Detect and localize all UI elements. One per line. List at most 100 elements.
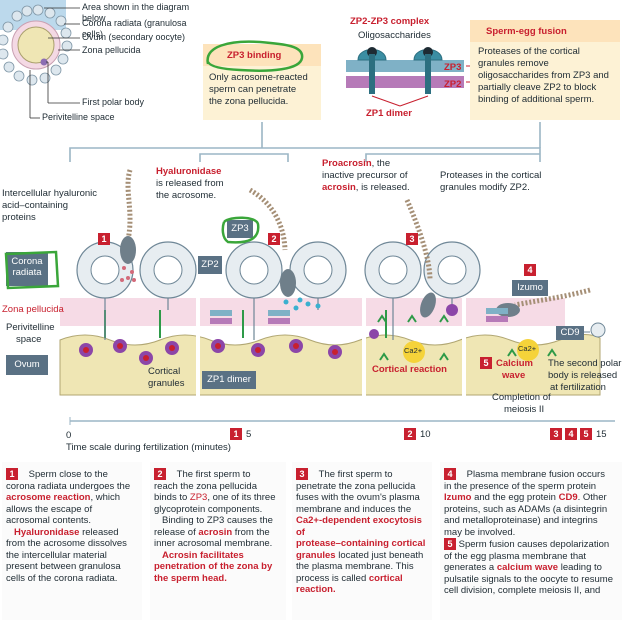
cd9-tag: CD9	[556, 326, 584, 340]
note3-l2: penetrate the zona pellucida	[296, 480, 416, 492]
ca-bubble-left	[403, 341, 425, 363]
note2-l3a: binds to	[154, 492, 190, 503]
perivitelline-label-2: space	[16, 334, 42, 345]
note4-l4: proteins, such as ADAMs (a disintegrin	[444, 503, 608, 515]
ca-label-right: Ca2+	[518, 344, 537, 353]
note1-l8: the intercellular material	[6, 549, 107, 561]
note3-badge: 3	[296, 468, 308, 480]
cortical-reaction-label: Cortical reaction	[372, 364, 447, 375]
note5-l4: pulsatile signals to the oocyte to resum…	[444, 573, 613, 585]
proteases-line2: granules modify ZP2.	[440, 182, 530, 193]
note2-l4: glycoprotein components.	[154, 503, 263, 515]
zp2-bar	[346, 76, 464, 88]
timeline-step-5: 5	[580, 428, 592, 440]
note5-badge: 5	[444, 538, 456, 550]
note2-l1: The first sperm to	[176, 469, 251, 480]
zp-complex-graphic	[346, 47, 472, 107]
proacrosin-line3: acrosin, is released.	[322, 182, 410, 194]
zp1-stem-left	[369, 54, 375, 94]
note1-text: 1 Sperm close to the corona radiata unde…	[6, 468, 140, 584]
timeline-step-3: 3	[550, 428, 562, 440]
second-polar-body	[590, 322, 606, 338]
note4-l2: in the presence of the sperm protein	[444, 480, 597, 492]
note2-l7: inner acrosomal membrane.	[154, 538, 273, 549]
zp2-complex-label: ZP2	[444, 79, 462, 90]
note3-l8: the plasma membrane. This	[296, 561, 414, 572]
diagram-step-1: 1	[98, 233, 110, 245]
note3-l4: membrane and induces the	[296, 503, 412, 515]
zp3-binding-line3: the zona pellucida.	[209, 96, 289, 107]
note4-l3c: CD9	[558, 492, 578, 503]
note5-l3b: calcium wave	[496, 562, 559, 573]
fusion-line2: granules remove	[478, 58, 549, 69]
note1-badge: 1	[6, 468, 18, 480]
note4-l6: may be involved.	[444, 526, 516, 538]
diagram-step-4: 4	[524, 264, 536, 276]
note-panel-4-5: 4 Plasma membrane fusion occurs in the p…	[440, 462, 622, 620]
zp1-dimer-complex-label: ZP1 dimer	[366, 108, 412, 119]
timeline-zero: 0	[66, 430, 72, 441]
zona-complexes	[210, 308, 508, 324]
zp2-tag: ZP2	[198, 256, 222, 274]
zp3-binding-title: ZP3 binding	[227, 50, 282, 61]
note4-l3b: and the egg protein	[471, 492, 559, 503]
proacrosin-rest: , the	[371, 158, 391, 169]
zp1-stem-right	[425, 54, 431, 94]
note2-l9: penetration of the zona by	[154, 561, 273, 572]
legend-leader-lines	[29, 7, 80, 119]
timeline-fifteen: 15	[596, 429, 607, 440]
legend-polar-label: First polar body	[82, 97, 145, 107]
note1-l6b: released	[79, 526, 119, 538]
fusion-line3: oligosaccharides from ZP3 and	[478, 70, 609, 81]
zp3-highlight-scribble	[206, 40, 304, 72]
note2-badge: 2	[154, 468, 166, 480]
zp-complex-title: ZP2-ZP3 complex	[350, 16, 430, 27]
hyaluronidase-dots	[120, 266, 136, 282]
cortical-granules-label-2: granules	[148, 378, 185, 389]
diagram-step-3: 3	[406, 233, 418, 245]
zp3-tag-scribble	[221, 216, 260, 244]
legend-zona-label: Zona pellucida	[82, 45, 141, 55]
note5-l5: cell division, complete meiosis II, and	[444, 585, 601, 596]
fusion-line5: binding of additional sperm.	[478, 94, 595, 105]
exocytosis-arrows	[377, 314, 557, 361]
diagram-step-5: 5	[480, 357, 492, 369]
oligosaccharides-label: Oligosaccharides	[358, 30, 431, 41]
zp3-binding-title-bg	[203, 44, 321, 66]
note-panel-3: 3 The first sperm to penetrate the zona …	[292, 462, 432, 620]
proacrosin-line3-rest: , is released.	[355, 182, 410, 193]
corona-highlight-scribble	[4, 250, 60, 290]
panel-dividers	[196, 290, 466, 400]
ca-bubble-right	[517, 339, 539, 361]
note3-l10: reaction.	[296, 584, 336, 595]
zp3-complex-label: ZP3	[444, 62, 462, 73]
intercellular-label-2: acid–containing	[2, 200, 69, 211]
zona-band	[60, 298, 565, 326]
perivitelline-label-1: Perivitelline	[6, 322, 55, 333]
completion-l1: Completion of	[492, 392, 551, 403]
note2-text: 2 The first sperm to reach the zona pell…	[154, 468, 284, 584]
timeline-five: 5	[246, 429, 252, 440]
note1-l7: from the acrosome dissolves	[6, 538, 127, 549]
note1-l5: acrosomal contents.	[6, 515, 92, 526]
completion-l2: meiosis II	[504, 404, 545, 415]
note3-l9b: cortical	[368, 572, 403, 584]
cortical-granules	[79, 304, 458, 365]
note2-l6b: acrosin	[198, 526, 233, 538]
note5-l2: of the egg plasma membrane that	[444, 550, 587, 562]
sperm-tails	[125, 169, 591, 308]
note4-text: 4 Plasma membrane fusion occurs in the p…	[444, 468, 622, 597]
note3-l9a: process is called	[296, 572, 369, 584]
legend-perivitelline-label: Perivitelline space	[42, 112, 115, 122]
note2-l6c: from the	[232, 526, 270, 538]
proacrosin-line2: inactive precursor of	[322, 170, 408, 181]
legend-corona-label: Corona radiata (granulosa cells)	[82, 18, 187, 39]
note4-l1: Plasma membrane fusion occurs	[466, 469, 605, 480]
note4-l3a: Izumo	[444, 492, 472, 503]
note1-l4: allows the escape of	[6, 503, 93, 515]
note2-l3b: ZP3	[189, 492, 208, 503]
hyaluronidase-line3: the acrosome.	[156, 190, 217, 201]
intercellular-label-3: proteins	[2, 212, 36, 223]
note1-l9: present between granulosa	[6, 561, 121, 572]
hyaluronidase-label: Hyaluronidase	[156, 166, 222, 177]
